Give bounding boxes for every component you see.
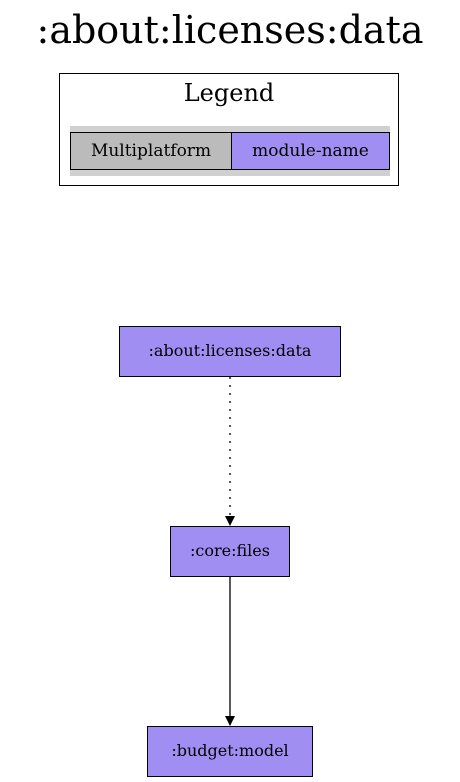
graph-title: :about:licenses:data (36, 8, 424, 52)
legend-table: Multiplatform module-name (70, 126, 390, 176)
legend-entry-module-name: module-name (231, 132, 390, 170)
node-about-licenses-data: :about:licenses:data (119, 326, 341, 377)
legend: Legend Multiplatform module-name (59, 73, 399, 186)
node-core-files: :core:files (170, 526, 290, 577)
node-budget-model: :budget:model (147, 726, 313, 777)
legend-entry-multiplatform: Multiplatform (70, 132, 232, 170)
legend-title: Legend (183, 79, 275, 107)
